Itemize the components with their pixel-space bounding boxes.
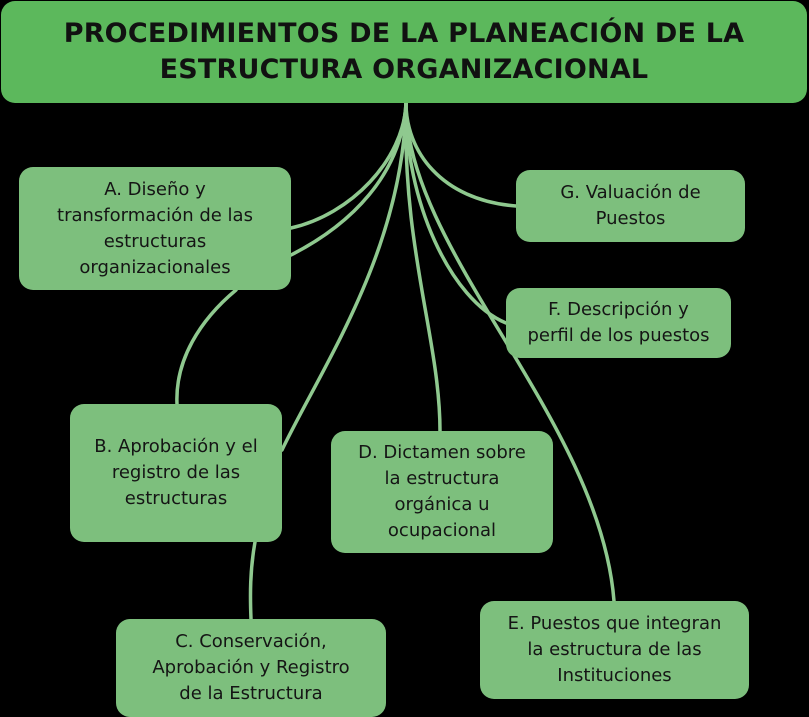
node-line: perfil de los puestos [527, 325, 710, 346]
node-label: D. Dictamen sobre la estructura orgánica… [358, 440, 526, 544]
node-line: E. Puestos que integran [507, 613, 722, 634]
node-line: transformación de las [57, 204, 253, 226]
node-line: G. Valuación de [560, 182, 701, 203]
connector-title-to-a-lower [289, 101, 408, 257]
node-line: estructuras [124, 488, 228, 509]
node-label: B. Aprobación y el registro de las estru… [94, 434, 258, 512]
node-line: la estructura [384, 468, 500, 489]
node-label: G. Valuación de Puestos [560, 180, 700, 232]
node-f-description: F. Descripción y perfil de los puestos [506, 288, 731, 358]
node-label: F. Descripción y perfil de los puestos [527, 297, 709, 349]
connector-b-to-c [248, 540, 257, 621]
title-line: ESTRUCTURA ORGANIZACIONAL [159, 54, 649, 85]
node-label: A. Diseño y transformación de las estruc… [57, 177, 253, 281]
connector-title-to-e [404, 101, 616, 603]
title-line: PROCEDIMIENTOS DE LA PLANEACIÓN DE LA [63, 18, 745, 49]
diagram-title: PROCEDIMIENTOS DE LA PLANEACIÓN DE LA ES… [1, 1, 807, 103]
connector-title-to-d [403, 101, 442, 433]
node-line: Instituciones [557, 665, 672, 686]
node-line: A. Diseño y [104, 178, 206, 200]
node-line: la estructura de las [527, 639, 702, 660]
node-line: F. Descripción y [548, 299, 689, 320]
connector-title-to-g [404, 101, 518, 208]
node-d-dictamen: D. Dictamen sobre la estructura orgánica… [331, 431, 553, 553]
node-e-positions: E. Puestos que integran la estructura de… [480, 601, 749, 699]
title-text: PROCEDIMIENTOS DE LA PLANEACIÓN DE LA ES… [64, 16, 745, 88]
node-line: Aprobación y Registro [152, 657, 350, 678]
node-line: estructuras [103, 230, 207, 252]
node-line: C. Conservación, [175, 631, 327, 652]
node-c-conservation: C. Conservación, Aprobación y Registro d… [116, 619, 386, 717]
node-line: B. Aprobación y el [94, 436, 258, 457]
node-a-design: A. Diseño y transformación de las estruc… [19, 167, 291, 290]
node-label: C. Conservación, Aprobación y Registro d… [152, 629, 349, 707]
node-line: D. Dictamen sobre [358, 442, 526, 463]
node-g-valuation: G. Valuación de Puestos [516, 170, 745, 242]
connector-a-to-b [175, 288, 238, 406]
node-line: orgánica u [394, 494, 490, 515]
node-line: ocupacional [387, 520, 497, 541]
node-line: organizacionales [79, 256, 231, 278]
node-line: registro de las [111, 462, 241, 483]
node-b-approval: B. Aprobación y el registro de las estru… [70, 404, 282, 542]
node-line: Puestos [595, 208, 666, 229]
connector-title-to-b [280, 101, 408, 452]
node-line: de la Estructura [179, 683, 323, 704]
node-label: E. Puestos que integran la estructura de… [508, 611, 722, 689]
